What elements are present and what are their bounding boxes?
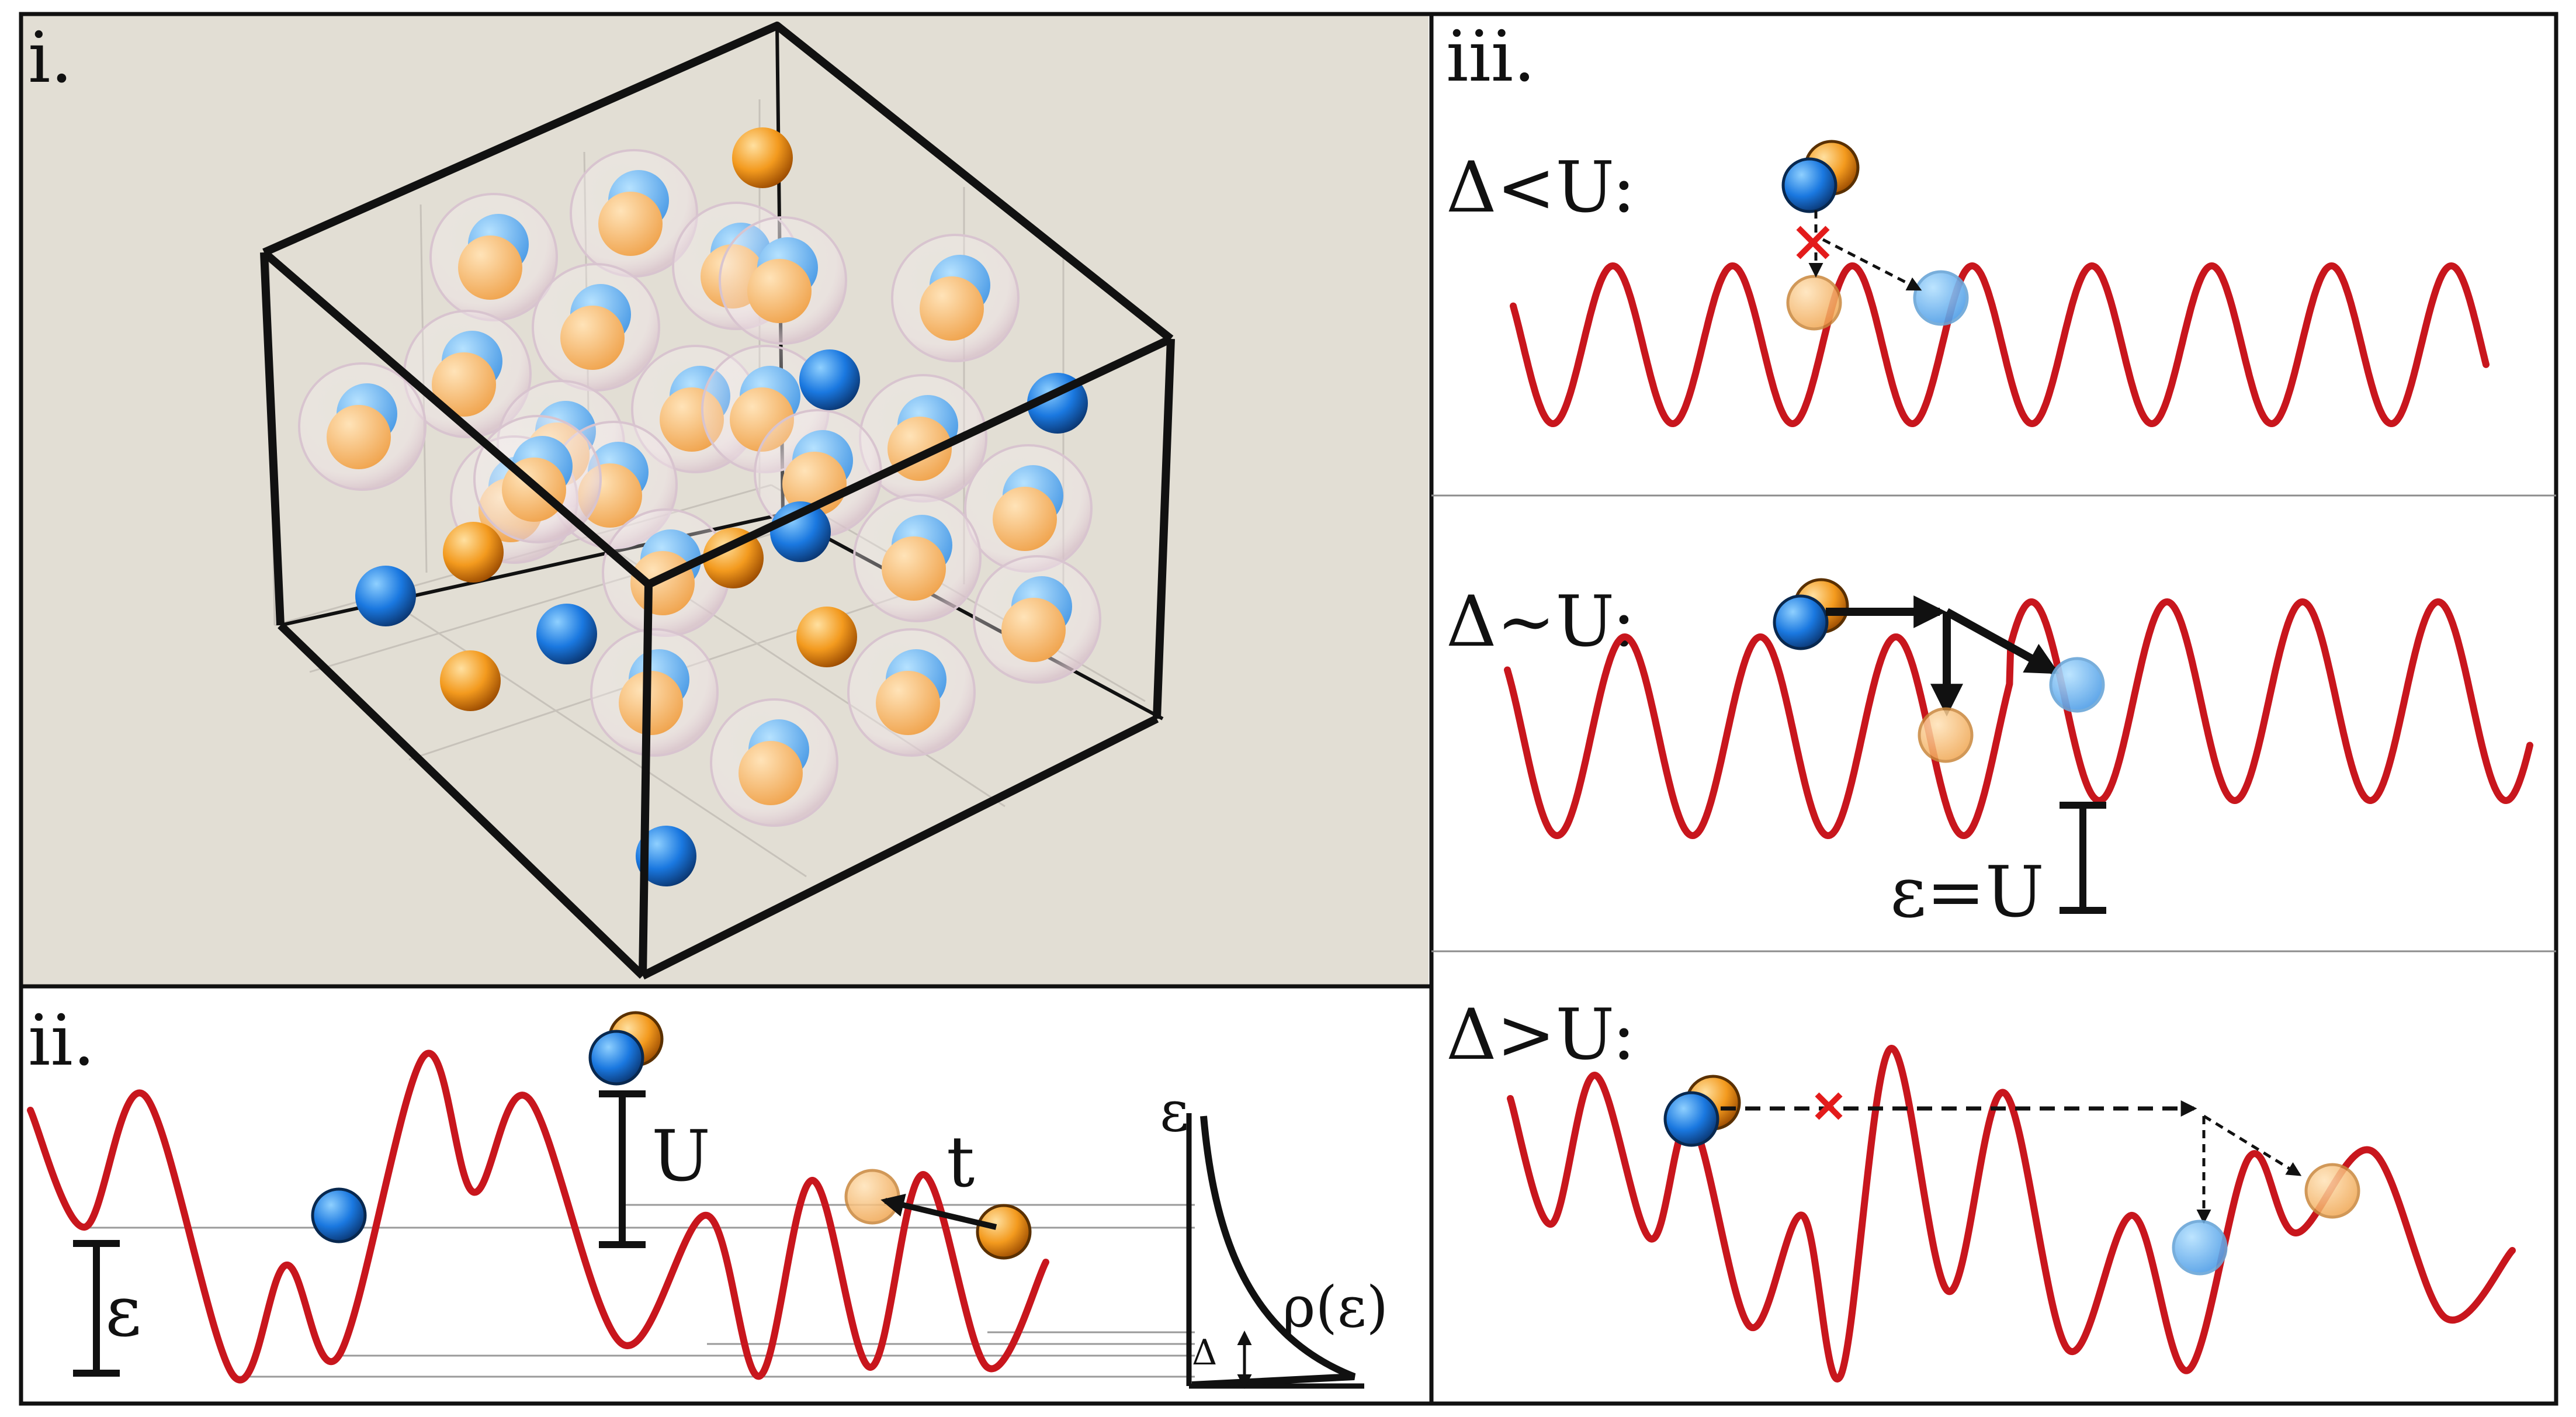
single-blue-particle (636, 826, 696, 886)
ghost-blue (1913, 270, 1969, 326)
blue-particle (311, 1187, 367, 1243)
doublon-in-shell (532, 263, 660, 392)
panel-i: i. (22, 15, 1429, 985)
doublon-top (588, 1011, 664, 1086)
ghost-blue (2172, 1219, 2228, 1276)
doublon-in-shell (847, 628, 976, 757)
doublon-in-shell (719, 216, 847, 345)
single-orange-particle (796, 607, 857, 667)
doublon (1773, 578, 1849, 650)
disordered-potential (1507, 1045, 2516, 1383)
doublon-in-shell (973, 555, 1101, 684)
ghost-blue (2049, 657, 2105, 713)
hop-target-ghost (844, 1169, 900, 1225)
panel-iii-label: iii. (1446, 16, 1535, 98)
epsilon-label: ε (105, 1271, 141, 1352)
outer-frame (19, 12, 2558, 1406)
periodic-potential (1510, 262, 2490, 428)
doublon (1663, 1075, 1741, 1147)
disordered-potential (27, 1050, 1049, 1384)
panel-ii: ii. ε U (27, 1000, 1388, 1389)
panel-frames (19, 12, 2558, 1406)
doublon-in-shell (710, 698, 838, 827)
blocked-cross (1796, 226, 1830, 259)
doublon-in-shell (429, 193, 558, 321)
single-orange-particle (732, 127, 793, 188)
doublon-in-shell (891, 234, 1020, 362)
panel-i-label: i. (28, 18, 73, 99)
single-blue-particle (355, 566, 416, 626)
dashed-arrow-diagonal (2203, 1114, 2302, 1176)
doublon-in-shell (853, 494, 982, 622)
cube-front-edges (260, 22, 1175, 980)
single-orange-particle (440, 650, 501, 711)
ghost-orange (1918, 707, 1974, 763)
dos-rho-label: ρ(ε) (1282, 1274, 1388, 1340)
ghost-orange (1786, 275, 1842, 331)
single-orange-particle (703, 528, 764, 588)
condition-label: Δ~U: (1446, 581, 1636, 663)
gap-delta-label: Δ (1192, 1332, 1217, 1373)
ghost-orange (2304, 1163, 2360, 1219)
single-orange-particle (443, 522, 504, 583)
tilted-periodic-potential (1504, 598, 2533, 840)
row-delta-about-U: Δ~U: ε=U (1446, 578, 2533, 933)
single-blue-particle (536, 604, 597, 664)
doublon-in-shell (964, 444, 1093, 573)
doublon-in-shell (570, 149, 698, 278)
hopping-arrow (880, 1193, 997, 1230)
doublon-in-shell (298, 362, 427, 491)
panel-iii: iii. Δ<U: Δ~U: (1446, 16, 2533, 1383)
hopping-t-label: t (947, 1122, 975, 1203)
U-label: U (651, 1116, 710, 1197)
dos-axis-label: ε (1160, 1079, 1189, 1144)
U-bracket (599, 1090, 646, 1248)
condition-label: Δ>U: (1446, 995, 1636, 1076)
density-of-states-inset: ε Δ ρ(ε) (1160, 1079, 1388, 1389)
doublon-in-shell (590, 628, 719, 757)
panel-i-background (22, 15, 1429, 985)
epsilon-bracket (73, 1240, 120, 1377)
doublon (1781, 140, 1860, 213)
orange-particle (976, 1204, 1032, 1260)
arrow-diagonal (1944, 608, 2060, 675)
condition-label: Δ<U: (1446, 147, 1636, 228)
single-blue-particle (799, 349, 860, 410)
epsilon-equals-U-bracket (2060, 802, 2106, 914)
cube-particles (298, 127, 1101, 886)
panel-ii-label: ii. (28, 1000, 95, 1082)
dos-curve (1191, 1115, 1356, 1388)
dashed-arrow-right (1822, 238, 1922, 291)
epsilon-equals-U-label: ε=U (1890, 852, 2044, 933)
blocked-cross (1815, 1092, 1843, 1120)
row-delta-greater-than-U: Δ>U: (1446, 995, 2516, 1383)
row-delta-less-than-U: Δ<U: (1446, 140, 2490, 428)
